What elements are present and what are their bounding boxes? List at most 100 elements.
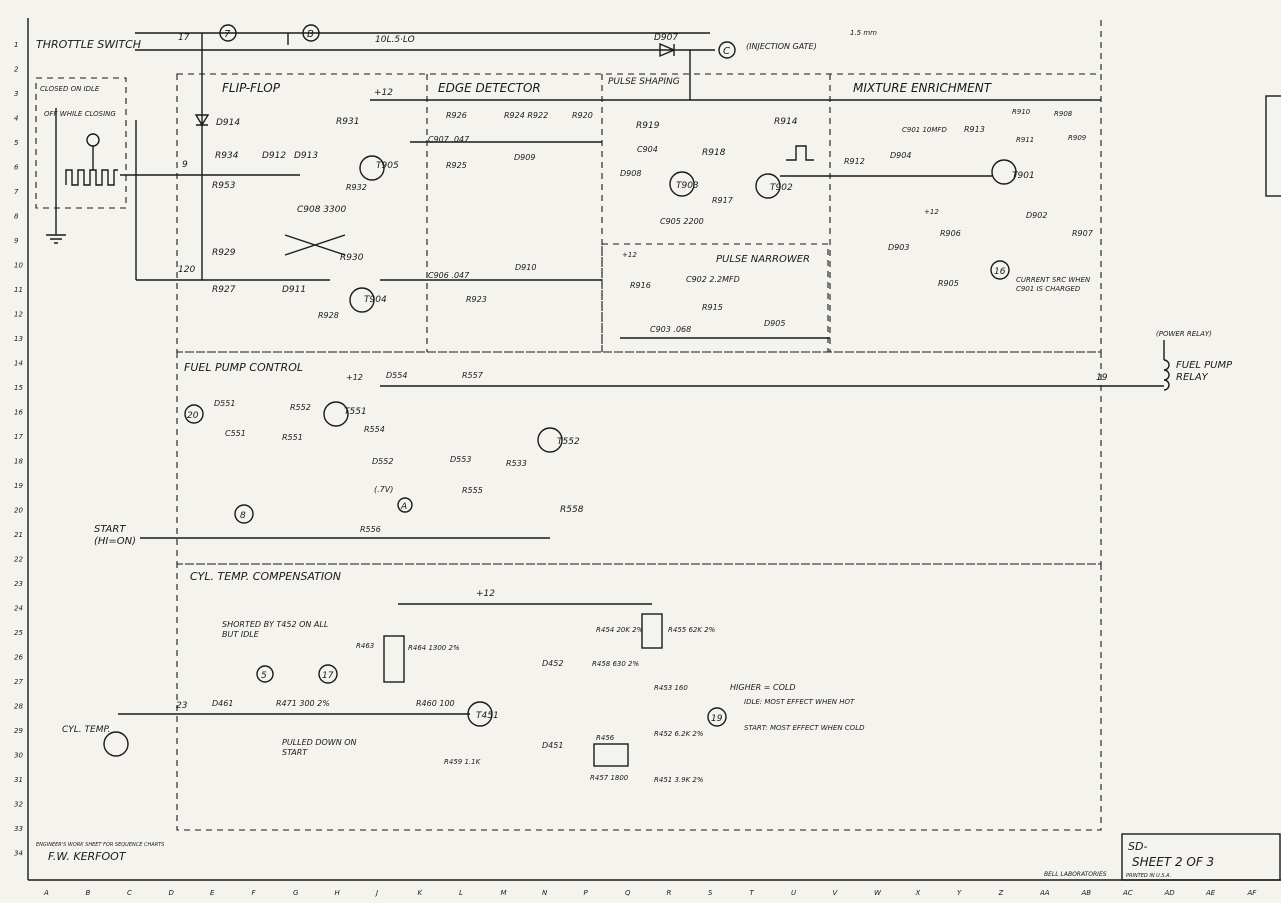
T551-symbol <box>323 401 349 427</box>
D914-diode <box>194 114 210 127</box>
node-17-circle <box>318 664 338 684</box>
D451-label: D451 <box>542 741 563 750</box>
cyl-plus12: +12 <box>476 589 495 599</box>
column-letter: P <box>584 889 589 897</box>
row-number: 19 <box>14 482 23 490</box>
R458-label: R458 630 2% <box>592 660 639 668</box>
row-number: 31 <box>14 776 23 784</box>
row-number-strip: 1234567891011121314151617181920212223242… <box>14 41 23 858</box>
row-number: 33 <box>14 825 23 833</box>
terminal-23: 23 <box>176 701 188 711</box>
R457-label: R457 1800 <box>590 774 629 782</box>
D904-label: D904 <box>890 151 911 160</box>
cyl-temp-label: CYL. TEMP. <box>62 725 111 735</box>
terminal-17: 17 <box>178 33 190 43</box>
pulse-narrower-title: PULSE NARROWER <box>716 254 810 265</box>
idle-effect-box: IDLE: MOST EFFECT WHEN HOT <box>744 698 854 706</box>
R924-label: R924 R922 <box>504 111 548 120</box>
column-letter: S <box>708 889 713 897</box>
R919-label: R919 <box>636 121 660 131</box>
column-letter: W <box>874 889 882 897</box>
shorted-note: SHORTED BY T452 ON ALL BUT IDLE <box>222 620 329 639</box>
column-letter: R <box>667 889 672 897</box>
node-8-label: 8 <box>240 511 246 521</box>
R918-label: R918 <box>702 148 726 158</box>
R556-label: R556 <box>360 525 381 534</box>
T905-symbol <box>359 155 385 181</box>
row-number: 8 <box>14 213 19 221</box>
node-20-circle <box>184 404 204 424</box>
edge-detector-title: EDGE DETECTOR <box>438 81 541 95</box>
D552-label: D552 <box>372 457 393 466</box>
R915-label: R915 <box>702 303 723 312</box>
R930-label: R930 <box>340 253 364 263</box>
column-letter: G <box>293 889 299 897</box>
higher-cold-label: HIGHER = COLD <box>730 683 796 692</box>
sd-label: SD- <box>1128 840 1147 853</box>
D903-label: D903 <box>888 243 909 252</box>
C551-label: C551 <box>225 429 246 438</box>
column-letter: U <box>791 889 796 897</box>
row-number: 30 <box>14 752 23 760</box>
pulse-narrower-box <box>601 243 829 353</box>
row-number: 10 <box>14 262 23 270</box>
row-number: 32 <box>14 801 23 809</box>
C905-label: C905 2200 <box>660 217 704 226</box>
pulled-down-box: PULLED DOWN ON START <box>282 738 357 757</box>
row-number: 27 <box>14 678 23 686</box>
row-number: 26 <box>14 654 23 662</box>
D908-label: D908 <box>620 169 641 178</box>
column-letter: X <box>915 889 921 897</box>
sheet-title-box <box>1121 833 1281 881</box>
D913-label: D913 <box>294 151 318 161</box>
C907-label: C907 .047 <box>428 135 470 144</box>
column-letter: B <box>86 889 91 897</box>
row-number: 22 <box>14 556 23 564</box>
R557-label: R557 <box>462 371 484 380</box>
row-number: 4 <box>14 115 18 123</box>
D902-label: D902 <box>1026 211 1047 220</box>
mixture-plus12: +12 <box>924 208 939 216</box>
row-number: 29 <box>14 727 23 735</box>
column-letter: K <box>418 889 424 897</box>
node-7-label: 7 <box>224 29 231 40</box>
sheet-number: SHEET 2 OF 3 <box>1132 855 1214 869</box>
column-letter: E <box>210 889 215 897</box>
cable-label: 10L.5·LO <box>375 35 415 45</box>
C903-label: C903 .068 <box>650 325 691 334</box>
C904-label: C904 <box>637 145 658 154</box>
column-letter: J <box>374 889 378 897</box>
R932-label: R932 <box>346 183 367 192</box>
node-A-label: A <box>400 502 407 512</box>
R908-label: R908 <box>1054 110 1073 118</box>
column-letter: D <box>169 889 175 897</box>
T552-label: T552 <box>557 437 580 447</box>
cable-label-2: 1.5 mm <box>850 29 877 37</box>
D905-label: D905 <box>764 319 785 328</box>
node-C-circle <box>718 41 736 59</box>
shorted-note-box: SHORTED BY T452 ON ALL BUT IDLE <box>222 620 329 639</box>
start-label-box: START (HI=ON) <box>94 524 136 547</box>
row-number: 5 <box>14 139 19 147</box>
D907-label: D907 <box>654 33 678 43</box>
row-number: 2 <box>14 66 19 74</box>
node-B-circle <box>302 24 320 42</box>
column-letter: V <box>833 889 839 897</box>
R909-label: R909 <box>1068 134 1087 142</box>
printed-label: PRINTED IN U.S.A. <box>1126 873 1171 879</box>
row-number: 28 <box>14 703 23 711</box>
row-number: 17 <box>14 433 23 441</box>
cyl-temp-thermistor <box>103 731 129 757</box>
company-name: BELL LABORATORIES <box>1044 871 1107 878</box>
D911-label: D911 <box>282 285 306 295</box>
fuelpump-plus12: +12 <box>346 373 363 382</box>
start-effect-note: START: MOST EFFECT WHEN COLD <box>744 724 865 732</box>
R463-R464-pair <box>383 635 405 683</box>
T905-label: T905 <box>376 161 399 171</box>
row-number: 6 <box>14 164 19 172</box>
node-19-circle <box>707 707 727 727</box>
off-while-closing-label: OFF WHILE CLOSING <box>44 110 116 118</box>
R913-label: R913 <box>964 125 985 134</box>
node-B-label: B <box>307 29 314 40</box>
cyl-temp-compensation-box <box>176 563 1102 831</box>
